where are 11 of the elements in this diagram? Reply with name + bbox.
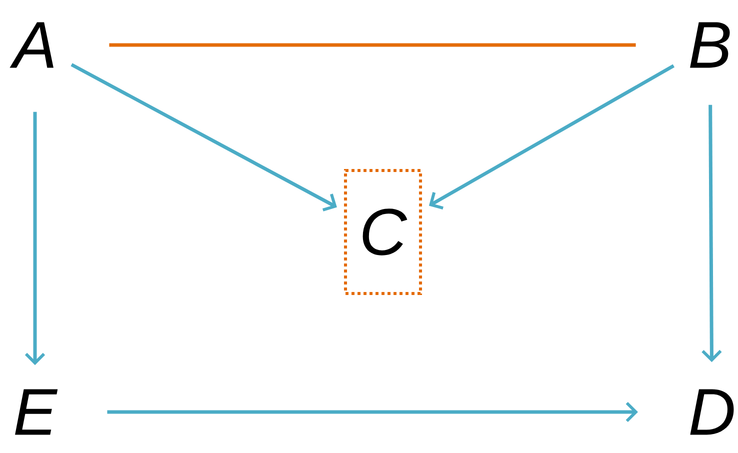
letter-label: D	[690, 389, 734, 435]
arrow	[24, 112, 46, 366]
arrow	[702, 104, 722, 362]
arrow	[107, 402, 638, 422]
arrow	[428, 64, 675, 210]
letter-label: A	[10, 22, 54, 68]
connector-line	[109, 43, 636, 47]
arrow	[70, 63, 337, 212]
letter-label: E	[15, 389, 58, 435]
letter-label: B	[690, 22, 730, 68]
dotted-box: C	[344, 169, 422, 295]
